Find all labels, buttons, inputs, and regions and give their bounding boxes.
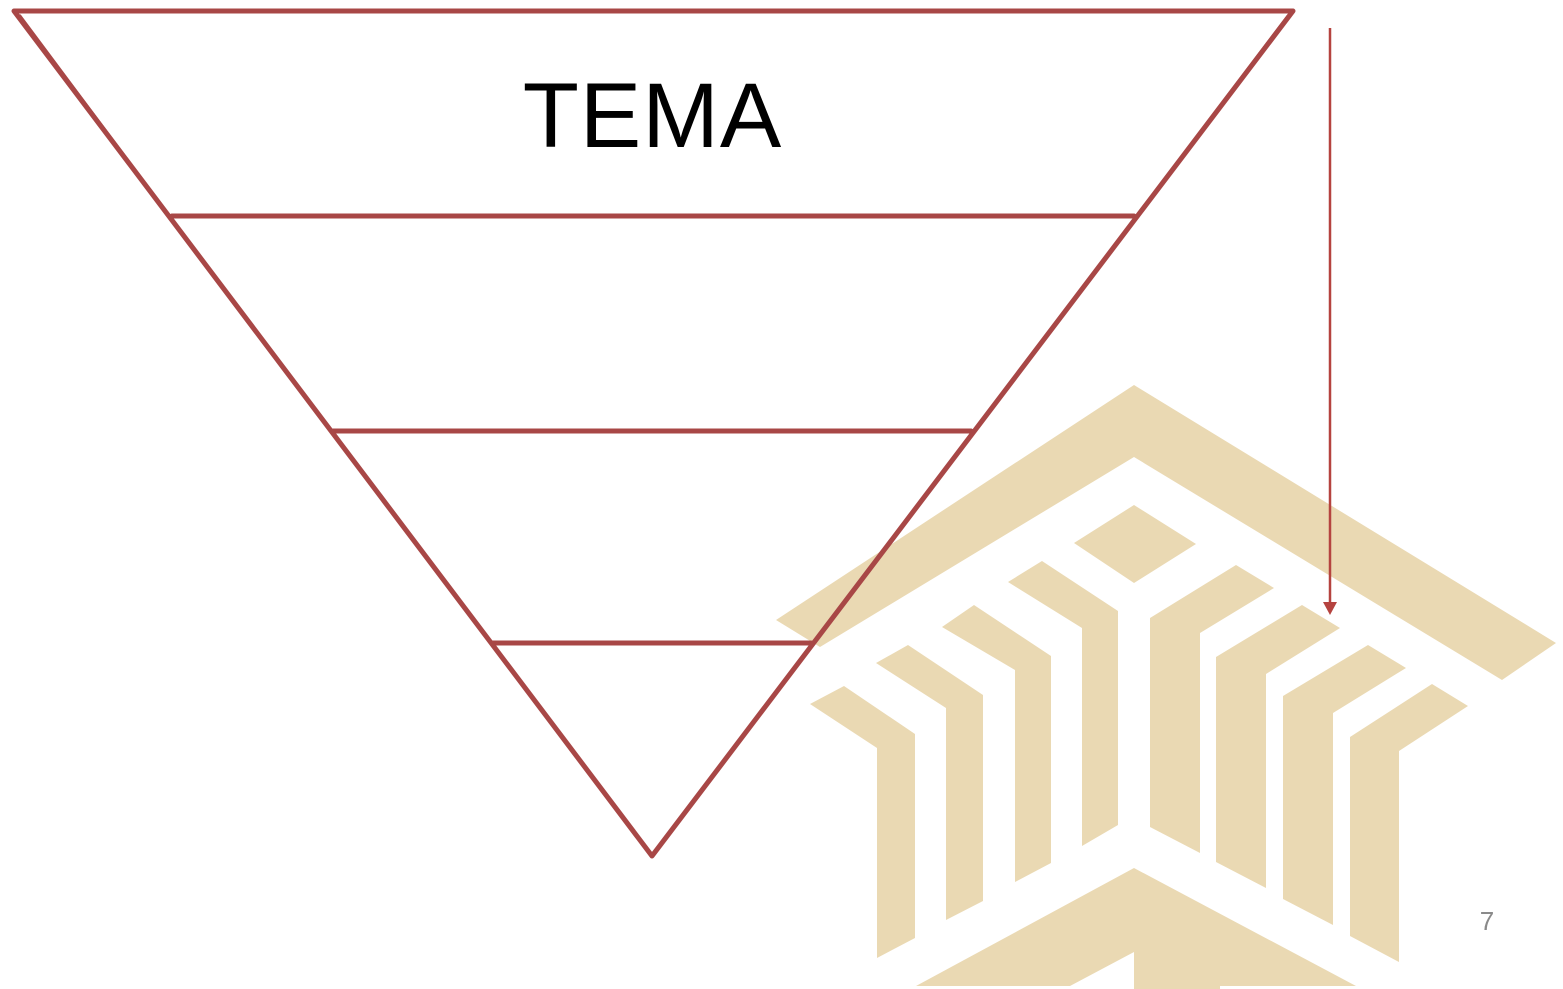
funnel-title: TEMA xyxy=(0,66,1305,166)
slide-number: 7 xyxy=(1472,903,1502,939)
down-arrow-head xyxy=(1323,602,1337,615)
